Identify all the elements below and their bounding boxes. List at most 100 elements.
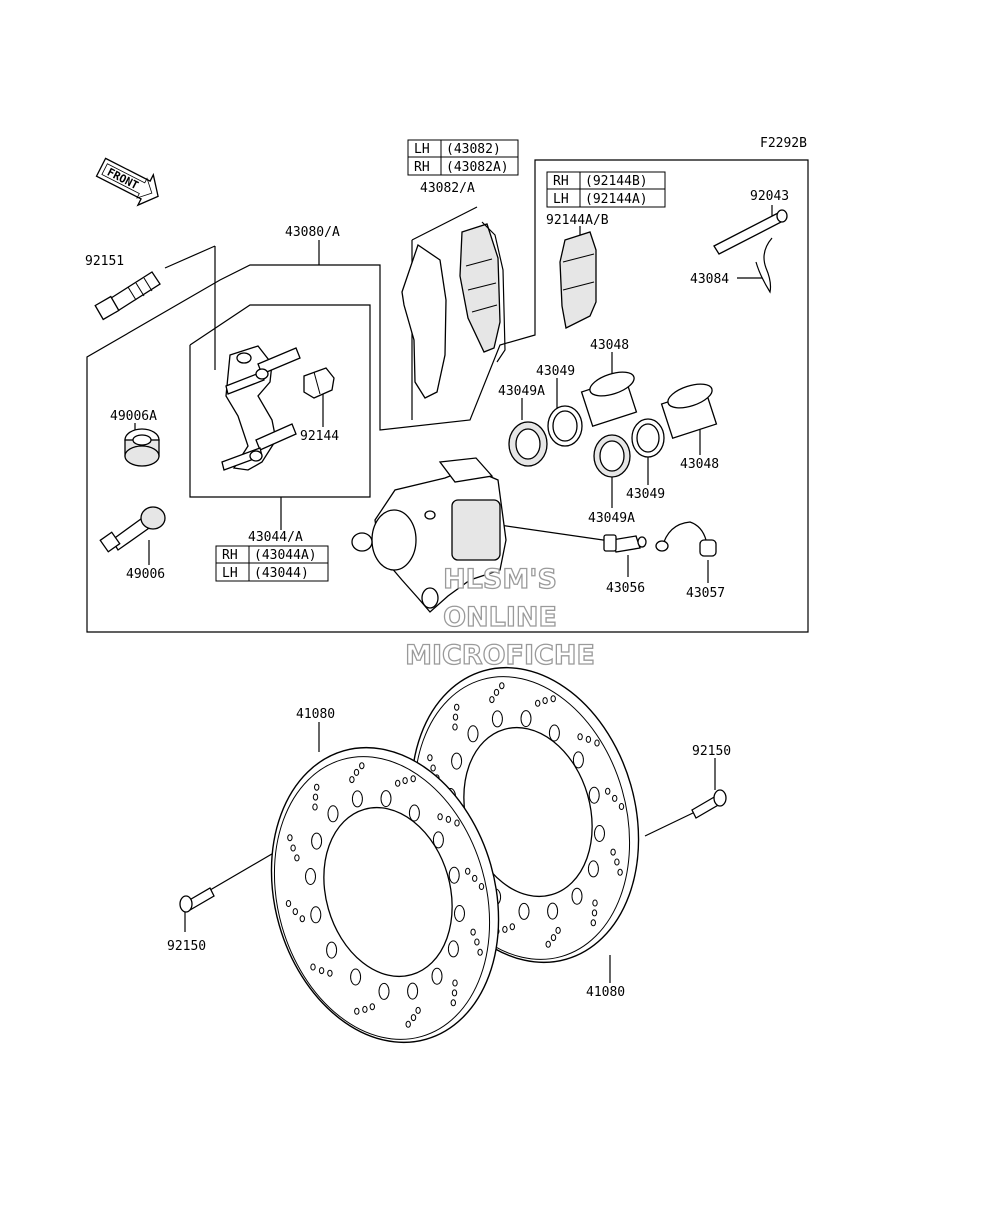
disc-drill-hole [359, 762, 365, 770]
bracket-frame [189, 304, 371, 498]
disc-hole [326, 941, 338, 959]
label-92150-left: 92150 [167, 939, 206, 954]
disc-hole [305, 868, 316, 885]
disc-drill-hole [410, 1014, 417, 1022]
label-92144-a-b: 92144A/B [546, 213, 609, 228]
disc-hole [350, 968, 362, 986]
caliper-bracket-43080 [221, 345, 301, 471]
disc-drill-hole [427, 754, 433, 762]
pads-row-1-part: (43082) [446, 142, 501, 157]
label-92144: 92144 [300, 429, 339, 444]
disc-hole [548, 724, 560, 742]
disc-bolt-92150-left [179, 887, 215, 913]
seal-43049-bottom [631, 418, 665, 458]
disc-drill-hole [318, 967, 325, 975]
watermark-line-1: HLSM'S [443, 564, 557, 595]
pads-row-2-side: RH [414, 160, 430, 175]
disc-hole [518, 902, 530, 920]
bracket-row-1-side: RH [222, 548, 238, 563]
disc-holes-left [285, 762, 485, 1028]
bleeder-valve-43056 [603, 534, 647, 553]
figure-code: F2292B [760, 136, 807, 151]
disc-hole [454, 905, 465, 922]
label-92151: 92151 [85, 254, 124, 269]
pads-table: LH (43082) RH (43082A) [407, 139, 519, 176]
label-92043: 92043 [750, 189, 789, 204]
disc-drill-hole [612, 794, 618, 802]
clip-43084 [755, 237, 773, 294]
disc-drill-hole [287, 834, 293, 842]
disc-drill-hole [509, 923, 515, 931]
label-43048-right: 43048 [680, 457, 719, 472]
watermark-line-2: ONLINE [443, 602, 557, 633]
disc-drill-hole [314, 783, 320, 791]
disc-drill-hole [499, 682, 505, 690]
disc-drill-hole [610, 848, 616, 856]
disc-drill-hole [493, 688, 500, 696]
pad-shim-92144 [559, 231, 597, 329]
disc-drill-hole [349, 776, 355, 784]
label-49006a: 49006A [110, 409, 157, 424]
disc-drill-hole [410, 775, 416, 783]
front-arrow-icon: FRONT [95, 157, 159, 207]
label-43049-top: 43049 [536, 364, 575, 379]
disc-drill-hole [312, 803, 318, 811]
disc-drill-hole [415, 1006, 421, 1014]
disc-drill-hole [353, 768, 360, 776]
label-43080-a: 43080/A [285, 225, 340, 240]
disc-bolt-92150-right [691, 789, 727, 819]
disc-drill-hole [405, 1020, 411, 1028]
disc-hole [447, 940, 459, 958]
disc-hole [408, 804, 420, 822]
disc-hole [587, 860, 599, 878]
disc-drill-hole [605, 787, 611, 795]
disc-hole [432, 831, 444, 849]
disc-drill-hole [299, 915, 305, 923]
disc-drill-hole [470, 928, 476, 936]
disc-drill-hole [614, 858, 620, 866]
bracket-row-1-part: (43044A) [254, 548, 317, 563]
caliper-assembly-frame [86, 159, 809, 633]
disc-hole [431, 967, 443, 985]
disc-hole [547, 902, 559, 920]
disc-drill-hole [550, 695, 556, 703]
disc-hole [310, 906, 322, 924]
disc-drill-hole [395, 779, 401, 787]
disc-hole [491, 710, 503, 728]
shims-table: RH (92144B) LH (92144A) [546, 171, 666, 208]
seal-43049-top [547, 405, 583, 447]
disc-drill-hole [535, 699, 541, 707]
piston-43048-right [660, 383, 718, 440]
label-49006: 49006 [126, 567, 165, 582]
disc-drill-hole [452, 723, 458, 731]
disc-drill-hole [402, 777, 408, 785]
disc-hole [407, 982, 419, 1000]
bleeder-cap-43057 [655, 521, 717, 557]
disc-drill-hole [454, 703, 460, 711]
disc-hole [378, 982, 390, 1000]
disc-hole [520, 710, 532, 728]
disc-drill-hole [577, 733, 583, 741]
label-43048-top: 43048 [590, 338, 629, 353]
disc-hole [448, 866, 460, 884]
clip-92144 [303, 367, 335, 399]
disc-drill-hole [591, 909, 598, 917]
disc-drill-hole [450, 999, 456, 1007]
disc-drill-hole [430, 764, 436, 772]
pads-row-2-part: (43082A) [446, 160, 509, 175]
brake-disc-41080-left [270, 746, 500, 1044]
label-43056: 43056 [606, 581, 645, 596]
label-41080-right: 41080 [586, 985, 625, 1000]
watermark-line-3: MICROFICHE [405, 640, 595, 671]
disc-drill-hole [445, 815, 452, 823]
disc-drill-hole [452, 713, 459, 721]
disc-drill-hole [617, 868, 623, 876]
disc-drill-hole [294, 854, 300, 862]
disc-drill-hole [312, 793, 319, 801]
label-43057: 43057 [686, 586, 725, 601]
seal-43049a-left [508, 421, 548, 467]
disc-drill-hole [618, 803, 625, 810]
disc-hole [572, 751, 584, 769]
label-43084: 43084 [690, 272, 729, 287]
